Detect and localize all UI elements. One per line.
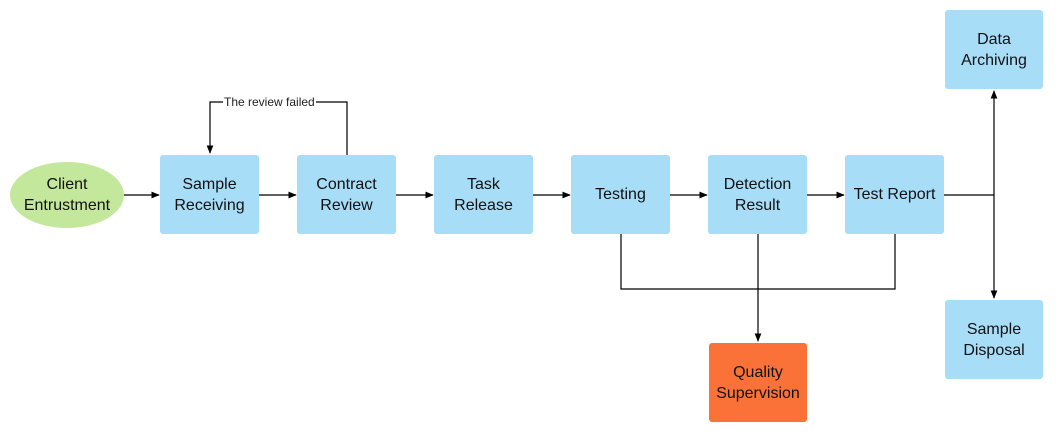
edge-review-failed-loop — [206, 101, 348, 155]
node-test-report-label: Test Report — [853, 186, 936, 203]
node-test-report: Test Report — [845, 155, 944, 234]
edge-label-review-failed: The review failed — [223, 95, 316, 109]
node-testing-label: Testing — [595, 186, 646, 203]
node-testing: Testing — [571, 155, 670, 234]
